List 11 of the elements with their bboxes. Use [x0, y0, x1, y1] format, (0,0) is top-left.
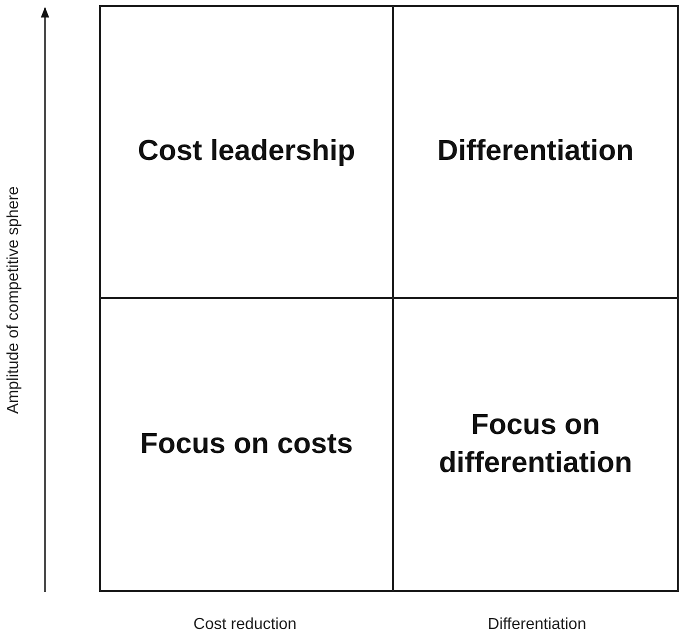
quadrant-title: Differentiation — [436, 134, 635, 170]
column-label: Cost reduction — [193, 616, 297, 634]
quadrant-cell — [392, 5, 679, 299]
quadrant-title: Cost leadership — [136, 134, 356, 170]
quadrant-cell — [392, 297, 679, 592]
quadrant-cell — [99, 297, 394, 592]
column-label: Differentiation — [488, 616, 586, 634]
quadrant-title: Focus on differentiation — [438, 408, 634, 480]
quadrant-cell — [99, 5, 394, 299]
quadrant-title: Focus on costs — [139, 426, 354, 462]
axis-label: Amplitude of competitive sphere — [5, 186, 23, 414]
